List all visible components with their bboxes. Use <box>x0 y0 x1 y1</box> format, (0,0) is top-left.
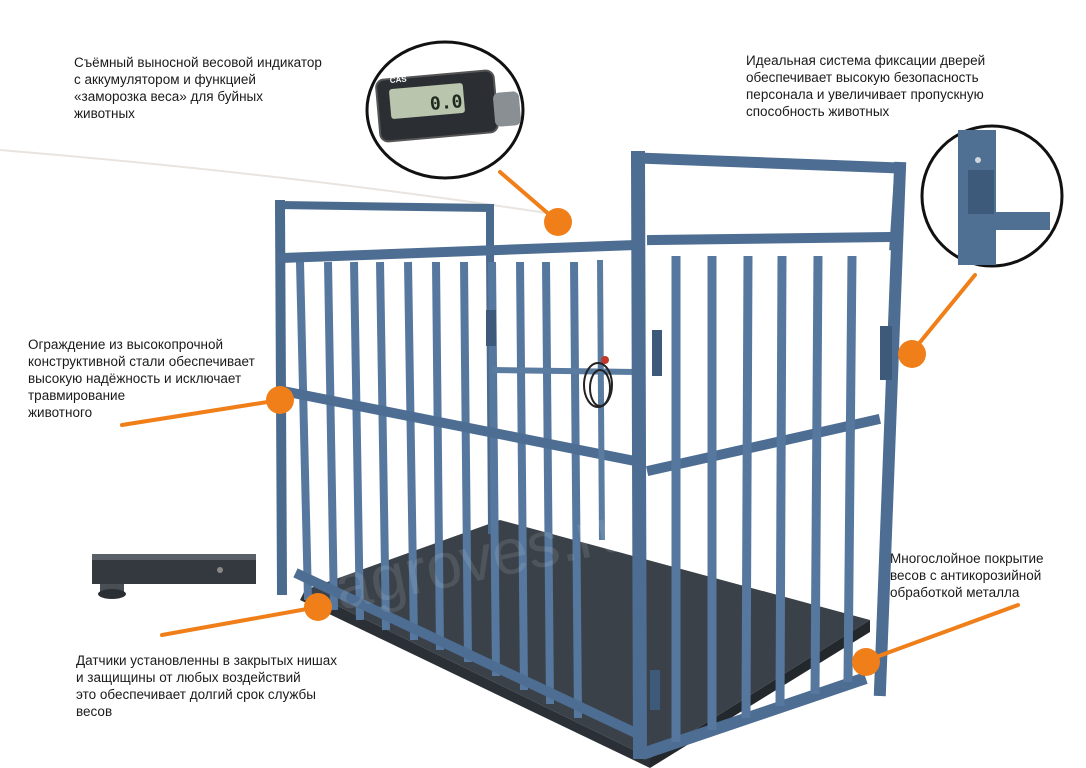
cage-bars-left <box>296 261 582 719</box>
door-hinge <box>652 330 662 376</box>
cage-door-front <box>630 150 907 760</box>
caption-fence: Ограждение из высокопрочной конструктивн… <box>28 337 255 420</box>
door-latch <box>880 326 892 380</box>
door-latch <box>486 310 496 346</box>
load-cell-inset <box>92 554 256 599</box>
indicator-reading: 0.0 <box>429 91 463 115</box>
cage-bars-right <box>671 255 857 742</box>
caption-sensors: Датчики установленны в закрытых нишах и … <box>76 653 337 719</box>
callout-dot-sensors <box>304 593 332 621</box>
caption-indicator: Съёмный выносной весовой индикатор с акк… <box>74 55 322 121</box>
callout-dot-fence <box>266 386 294 414</box>
door-hinge <box>650 670 660 710</box>
indicator-screen <box>389 83 465 119</box>
indicator-brand: CAS <box>389 74 407 84</box>
caption-coating: Многослойное покрытие весов с антикорози… <box>890 551 1044 600</box>
callout-dot-indicator <box>544 208 572 236</box>
door-lock-inset <box>920 124 1064 268</box>
indicator-cable <box>583 356 613 408</box>
cage-rails-left <box>276 239 647 742</box>
callout-markers <box>266 208 926 676</box>
callout-dot-coating <box>852 648 880 676</box>
caption-door-fixation: Идеальная система фиксации дверей обеспе… <box>746 53 986 119</box>
indicator-mount <box>493 91 521 127</box>
indicator-inset: 0.0 CAS <box>365 40 525 180</box>
callout-dot-doors <box>898 340 926 368</box>
cage-back-bars <box>491 259 641 541</box>
